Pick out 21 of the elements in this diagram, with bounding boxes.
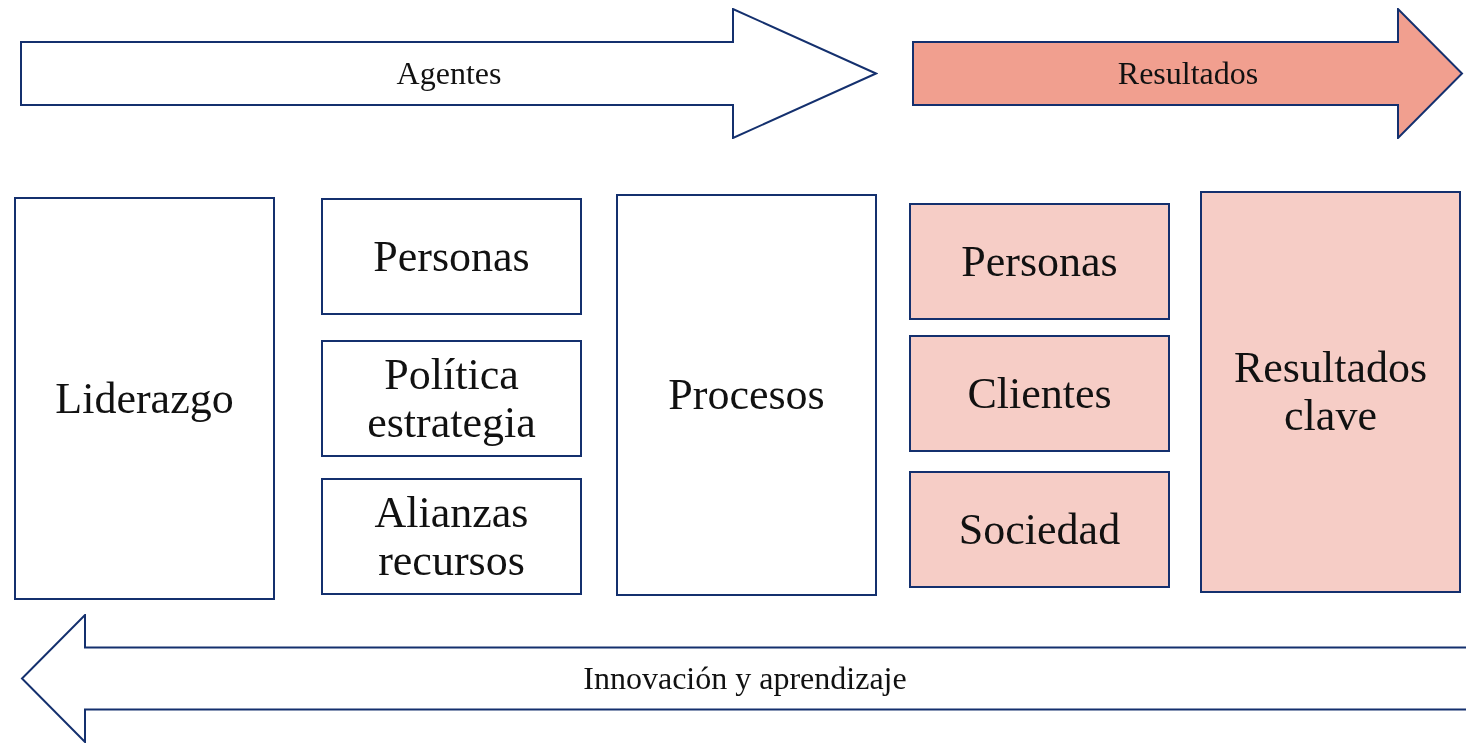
category-box <box>321 198 582 315</box>
category-box <box>909 203 1170 320</box>
category-label: Personas <box>372 232 531 281</box>
category-label: Personas <box>960 237 1119 286</box>
category-label: Procesos <box>667 371 826 419</box>
category-box <box>14 197 275 600</box>
category-box <box>909 471 1170 588</box>
category-box <box>321 340 582 457</box>
category-box <box>909 335 1170 452</box>
category-label: Resultados clave <box>1232 344 1429 440</box>
category-box <box>616 194 877 596</box>
arrow-label: Resultados <box>1117 55 1259 92</box>
category-box <box>321 478 582 595</box>
category-label: Sociedad <box>957 505 1122 554</box>
category-label: Liderazgo <box>54 374 235 423</box>
category-box <box>1200 191 1461 593</box>
arrow-label: Agentes <box>396 55 502 92</box>
category-label: Clientes <box>966 369 1113 418</box>
arrow-label: Innovación y aprendizaje <box>583 660 907 697</box>
category-label: Política estrategia <box>366 350 537 447</box>
category-label: Alianzas recursos <box>373 488 530 585</box>
